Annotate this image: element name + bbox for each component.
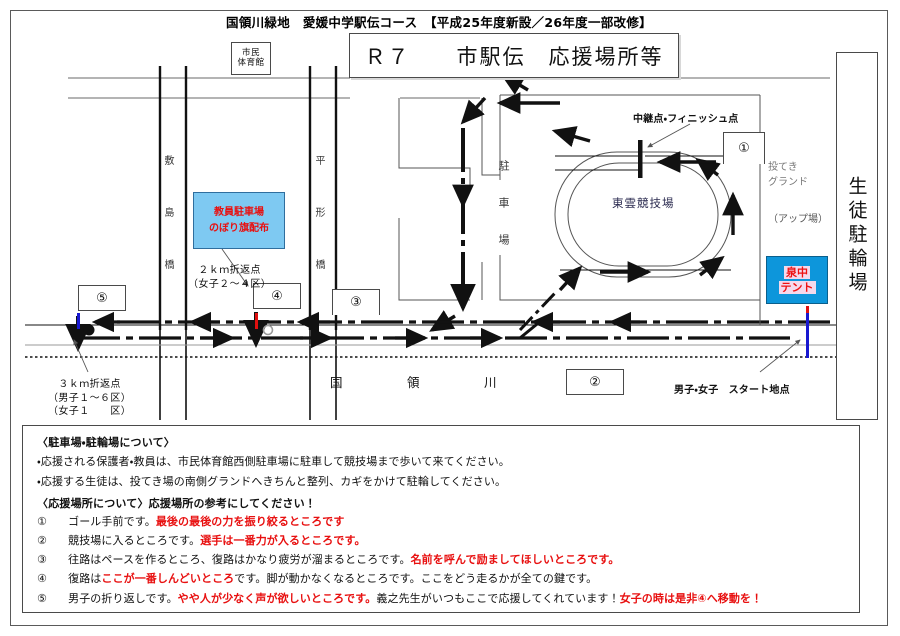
spot-label-3: ③ [350,295,362,310]
notes-parking-list: ・応援される保護者・教員は、市民体育館西側駐車場に駐車して競技場まで歩いて来てく… [37,455,847,489]
teacher-parking-box: 教員駐車場 のぼり旗配布 [193,192,285,249]
course-title-text: Ｒ７ 市駅伝 応援場所等 [364,44,664,69]
turnaround-3km-line2: （男子１～６区） [48,392,132,404]
izumi-tent-line2: テント [778,281,816,295]
note-parking-item: ・応援される保護者・教員は、市民体育館西側駐車場に駐車して競技場まで歩いて来てく… [37,455,510,468]
throwing-ground-sub-label: （アップ場） [768,214,828,225]
note-cheer-item: ③ 往路はペースを作るところ、復路はかなり疲労が溜まるところです。名前を呼んで励… [37,553,847,567]
gym-label-line1: 市民 [241,47,260,58]
marker-red-4 [255,313,258,329]
throwing-ground-label: 投てき グランド [768,162,808,188]
marker-blue-start [806,312,809,358]
notes-panel: 〈駐車場・駐輪場について〉 ・応援される保護者・教員は、市民体育館西側駐車場に駐… [22,425,860,613]
note-cheer-text: 復路は [57,572,102,586]
turnaround-3km-line3: （女子１ 区） [48,406,132,417]
note-cheer-number: ① [37,514,47,528]
turnaround-2km-label: ２ｋｍ折返点 （女子２～４区） [188,264,271,291]
teacher-parking-line1: 教員駐車場 [214,207,264,218]
note-cheer-number: ⑤ [37,591,47,605]
marker-blue-5 [77,313,80,329]
note-cheer-item: ④ 復路はここが一番しんどいところです。脚が動かなくなるところです。ここをどう走… [37,572,847,586]
relay-finish-label: 中継点・フィニッシュ点 [633,114,739,125]
finish-line-mark [638,140,643,178]
turnaround-2km-line1: ２ｋｍ折返点 [198,265,261,276]
course-map: 市民 体育館 教員駐車場 のぼり旗配布 泉中 テント 生徒駐輪場 ⑤ ④ ③ ②… [25,42,878,420]
notes-parking-heading: 〈駐車場・駐輪場について〉 [37,436,176,449]
spot-label-5: ⑤ [96,290,108,306]
student-bike-parking-box: 生徒駐輪場 [836,52,878,420]
note-cheer-text: 男子の折り返しです。 [57,591,178,605]
map-vector-layer [25,66,855,420]
bridge-hiragata-label: 平形橋 [313,155,324,311]
notes-cheer-heading: 〈応援場所について〉応援場所の参考にしてください！ [37,496,317,510]
note-cheer-number: ③ [37,553,47,566]
turnaround-dot-womens [262,324,274,336]
river-label: 国 領 川 [330,375,523,390]
notes-cheer-list: ① ゴール手前です。最後の最後の力を振り絞るところです ② 競技場に入るところです… [37,515,847,606]
izumi-tent-box: 泉中 テント [766,256,828,304]
teacher-parking-line2: のぼり旗配布 [209,222,269,234]
spot-marker-1: ① [723,132,765,164]
spot-marker-2: ② [566,369,624,395]
note-cheer-number: ④ [37,572,47,586]
note-cheer-emphasis: 女子の時は是非④へ移動を！ [619,591,763,605]
parking-lot-label: 駐車場 [497,160,510,271]
izumi-tent-line1: 泉中 [784,265,810,279]
note-cheer-item: ⑤ 男子の折り返しです。やや人が少なく声が欲しいところです。義之先生がいつもここ… [37,592,847,606]
course-title-box: Ｒ７ 市駅伝 応援場所等 [349,33,679,78]
turnaround-2km-line2: （女子２～４区） [188,278,272,290]
turnaround-3km-label: ３ｋｍ折返点 （男子１～６区） （女子１ 区） [48,378,131,419]
spot-marker-3: ③ [332,289,380,315]
note-cheer-emphasis: 選手は一番力が入るところです。 [200,533,366,547]
stadium-label: 東雲競技場 [612,196,675,210]
spot-label-2: ② [589,374,601,390]
bridge-shikishima-label: 敷島橋 [162,155,173,311]
student-bike-parking-label: 生徒駐輪場 [845,176,868,296]
spot-label-1: ① [738,141,750,156]
marker-red-start [806,306,809,313]
note-cheer-emphasis: やや人が少なく声が欲しいところです。 [177,591,377,605]
note-cheer-text: 往路はペースを作るところ、復路はかなり疲労が溜まるところです。 [57,553,411,566]
note-cheer-text: ゴール手前です。 [57,514,156,528]
start-point-label: 男子・女子 スタート地点 [674,385,790,396]
note-cheer-text: 競技場に入るところです。 [57,533,201,547]
page-title: 国領川緑地 愛媛中学駅伝コース 【平成25年度新設／26年度一部改修】 [226,15,652,30]
turnaround-3km-line1: ３ｋｍ折返点 [58,379,121,390]
note-cheer-item: ② 競技場に入るところです。選手は一番力が入るところです。 [37,534,847,548]
gym-label-line2: 体育館 [237,57,265,68]
note-cheer-emphasis: 最後の最後の力を振り絞るところです [155,514,345,528]
spot-marker-5: ⑤ [78,285,126,311]
note-cheer-emphasis: ここが一番しんどいところ [101,572,235,586]
note-parking-item: ・応援する生徒は、投てき場の南側グランドへきちんと整列、カギをかけて駐輪してくだ… [37,474,507,488]
turnaround-dot-mens [83,324,95,336]
note-cheer-emphasis: 名前を呼んで励ましてほしいところです。 [410,553,620,566]
note-cheer-text: です。脚が動かなくなるところです。ここをどう走るかが全ての鍵です。 [234,572,598,586]
note-cheer-text: 義之先生がいつもここで応援してくれています！ [376,591,620,605]
facility-citizens-gym: 市民 体育館 [231,42,271,75]
spot-label-4: ④ [271,288,283,304]
note-cheer-item: ① ゴール手前です。最後の最後の力を振り絞るところです [37,515,847,529]
note-cheer-number: ② [37,533,47,547]
spot-marker-4: ④ [253,283,301,309]
